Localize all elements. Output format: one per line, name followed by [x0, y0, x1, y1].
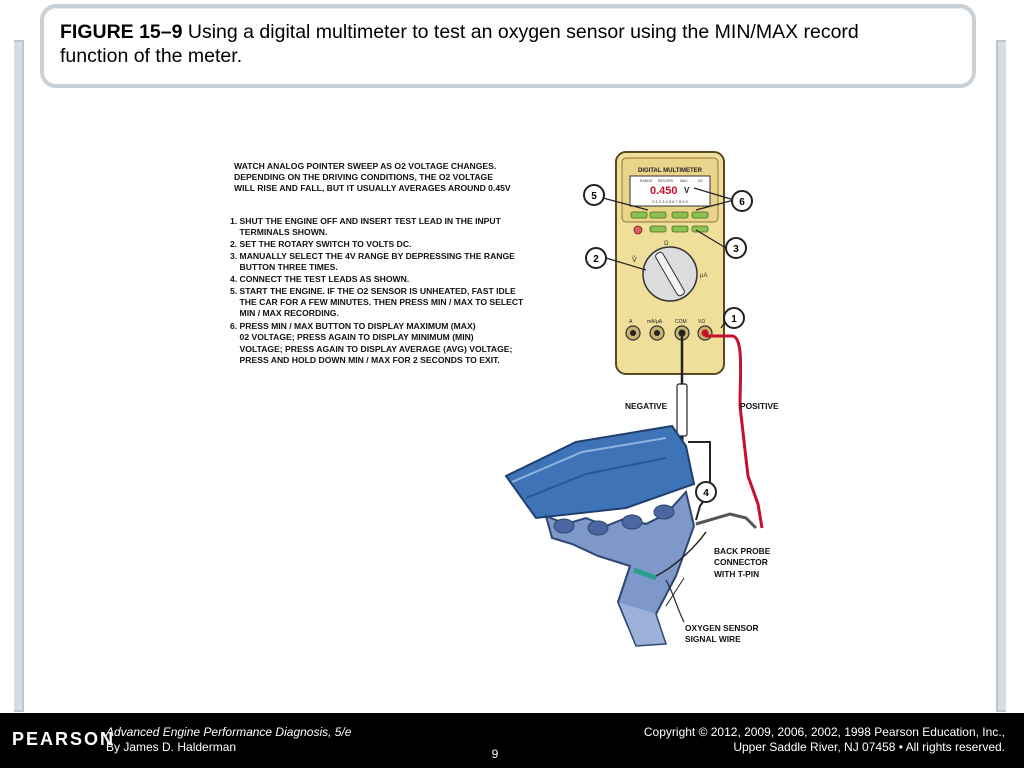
step-line: VOLTAGE; PRESS AGAIN TO DISPLAY AVERAGE …	[230, 344, 512, 354]
copyright: Copyright © 2012, 2009, 2006, 2002, 1998…	[644, 725, 1005, 755]
positive-lead	[705, 334, 764, 529]
svg-text:3: 3	[733, 244, 739, 255]
back-probe-label: BACK PROBE	[714, 546, 771, 556]
oxygen-sensor	[633, 567, 657, 581]
intro-line: WILL RISE AND FALL, BUT IT USUALLY AVERA…	[234, 183, 511, 193]
meter-reading: 0.450	[650, 185, 678, 197]
svg-text:2: 2	[593, 254, 599, 265]
callout-3: 3	[695, 229, 747, 259]
back-probe-label: CONNECTOR	[714, 557, 768, 567]
back-probe-label: WITH T-PIN	[714, 569, 759, 579]
oxygen-sensor-label: SIGNAL WIRE	[685, 634, 741, 644]
step-line: 02 VOLTAGE; PRESS AGAIN TO DISPLAY MINIM…	[230, 332, 474, 342]
step-line: 3. MANUALLY SELECT THE 4V RANGE BY DEPRE…	[230, 251, 515, 261]
svg-text:1: 1	[731, 314, 737, 325]
meter-unit: V	[684, 186, 690, 195]
oxygen-sensor-label: OXYGEN SENSOR	[685, 623, 759, 633]
svg-text:5: 5	[591, 191, 597, 202]
slide-frame-left	[14, 40, 24, 712]
intro-line: DEPENDING ON THE DRIVING CONDITIONS, THE…	[234, 172, 493, 182]
positive-label: POSITIVE	[740, 401, 779, 411]
negative-label: NEGATIVE	[625, 401, 668, 411]
copyright-line: Copyright © 2012, 2009, 2006, 2002, 1998…	[643, 725, 1005, 739]
step-line: PRESS AND HOLD DOWN MIN / MAX FOR 2 SECO…	[230, 355, 500, 365]
meter-button	[649, 211, 667, 219]
footer-bar: PEARSON Advanced Engine Performance Diag…	[0, 713, 1024, 768]
meter-display	[629, 175, 711, 207]
book-author: By James D. Halderman	[106, 740, 237, 754]
slide-frame-right	[996, 40, 1006, 712]
step-line: TERMINALS SHOWN.	[230, 227, 327, 237]
display-label: RANGE	[640, 179, 653, 183]
book-info: Advanced Engine Performance Diagnosis, 5…	[106, 725, 351, 755]
meter-brand: DIGITAL MULTIMETER	[638, 168, 703, 174]
callout-2: 2	[585, 247, 647, 271]
meter-analog-scale: 0 1 2 3 4 5 6 7 8 9 0	[652, 199, 688, 204]
callout-5: 5	[583, 184, 649, 211]
jack-label: VΩ	[698, 319, 705, 325]
figure-caption: Using a digital multimeter to test an ox…	[60, 21, 859, 67]
meter-button	[671, 211, 689, 219]
jack-label: mA/μA	[647, 319, 663, 325]
page-number: 9	[491, 747, 499, 761]
dial-label: Ṽ	[632, 255, 637, 264]
step-line: 2. SET THE ROTARY SWITCH TO VOLTS DC.	[230, 239, 411, 249]
svg-text:6: 6	[739, 197, 745, 208]
step-line: 6. PRESS MIN / MAX BUTTON TO DISPLAY MAX…	[230, 321, 476, 331]
step-line: 1. SHUT THE ENGINE OFF AND INSERT TEST L…	[230, 216, 502, 226]
figure-label: FIGURE 15–9	[60, 21, 183, 43]
slide-title: FIGURE 15–9 Using a digital multimeter t…	[60, 20, 920, 68]
jack-label: COM	[675, 319, 687, 325]
callout-6: 6	[693, 187, 753, 212]
meter-button	[630, 211, 648, 219]
svg-text:4: 4	[703, 488, 709, 499]
pearson-logo: PEARSON	[12, 729, 116, 749]
engine-illustration	[504, 424, 758, 647]
book-title: Advanced Engine Performance Diagnosis, 5…	[106, 725, 352, 739]
title-box	[40, 4, 976, 88]
copyright-line: Upper Saddle River, NJ 07458 • All right…	[733, 740, 1005, 754]
figure-illustration: WATCH ANALOG POINTER SWEEP AS O2 VOLTAGE…	[226, 146, 798, 654]
jack-label: A	[629, 319, 633, 325]
meter-power-button	[633, 225, 643, 235]
display-label: MAX	[680, 179, 688, 183]
dial-label: μA	[700, 273, 707, 279]
step-line: 5. START THE ENGINE. IF THE O2 SENSOR IS…	[230, 286, 516, 296]
callout-4: 4	[695, 481, 717, 503]
meter-button	[691, 211, 709, 219]
step-line: 4. CONNECT THE TEST LEADS AS SHOWN.	[230, 274, 409, 284]
back-probe-clip	[695, 512, 758, 530]
multimeter: DIGITAL MULTIMETER RANGE RECORD MAX DC 0…	[615, 151, 725, 375]
dial-label: Ω	[664, 241, 669, 247]
step-line: THE CAR FOR A FEW MINUTES. THEN PRESS MI…	[230, 297, 524, 307]
step-line: MIN / MAX RECORDING.	[230, 308, 339, 318]
negative-probe	[676, 383, 688, 437]
display-label: DC	[698, 179, 704, 183]
instruction-text: WATCH ANALOG POINTER SWEEP AS O2 VOLTAGE…	[230, 161, 524, 365]
step-line: BUTTON THREE TIMES.	[230, 262, 338, 272]
display-label: RECORD	[658, 179, 674, 183]
intro-line: WATCH ANALOG POINTER SWEEP AS O2 VOLTAGE…	[234, 161, 496, 171]
callout-1: 1	[720, 307, 745, 329]
